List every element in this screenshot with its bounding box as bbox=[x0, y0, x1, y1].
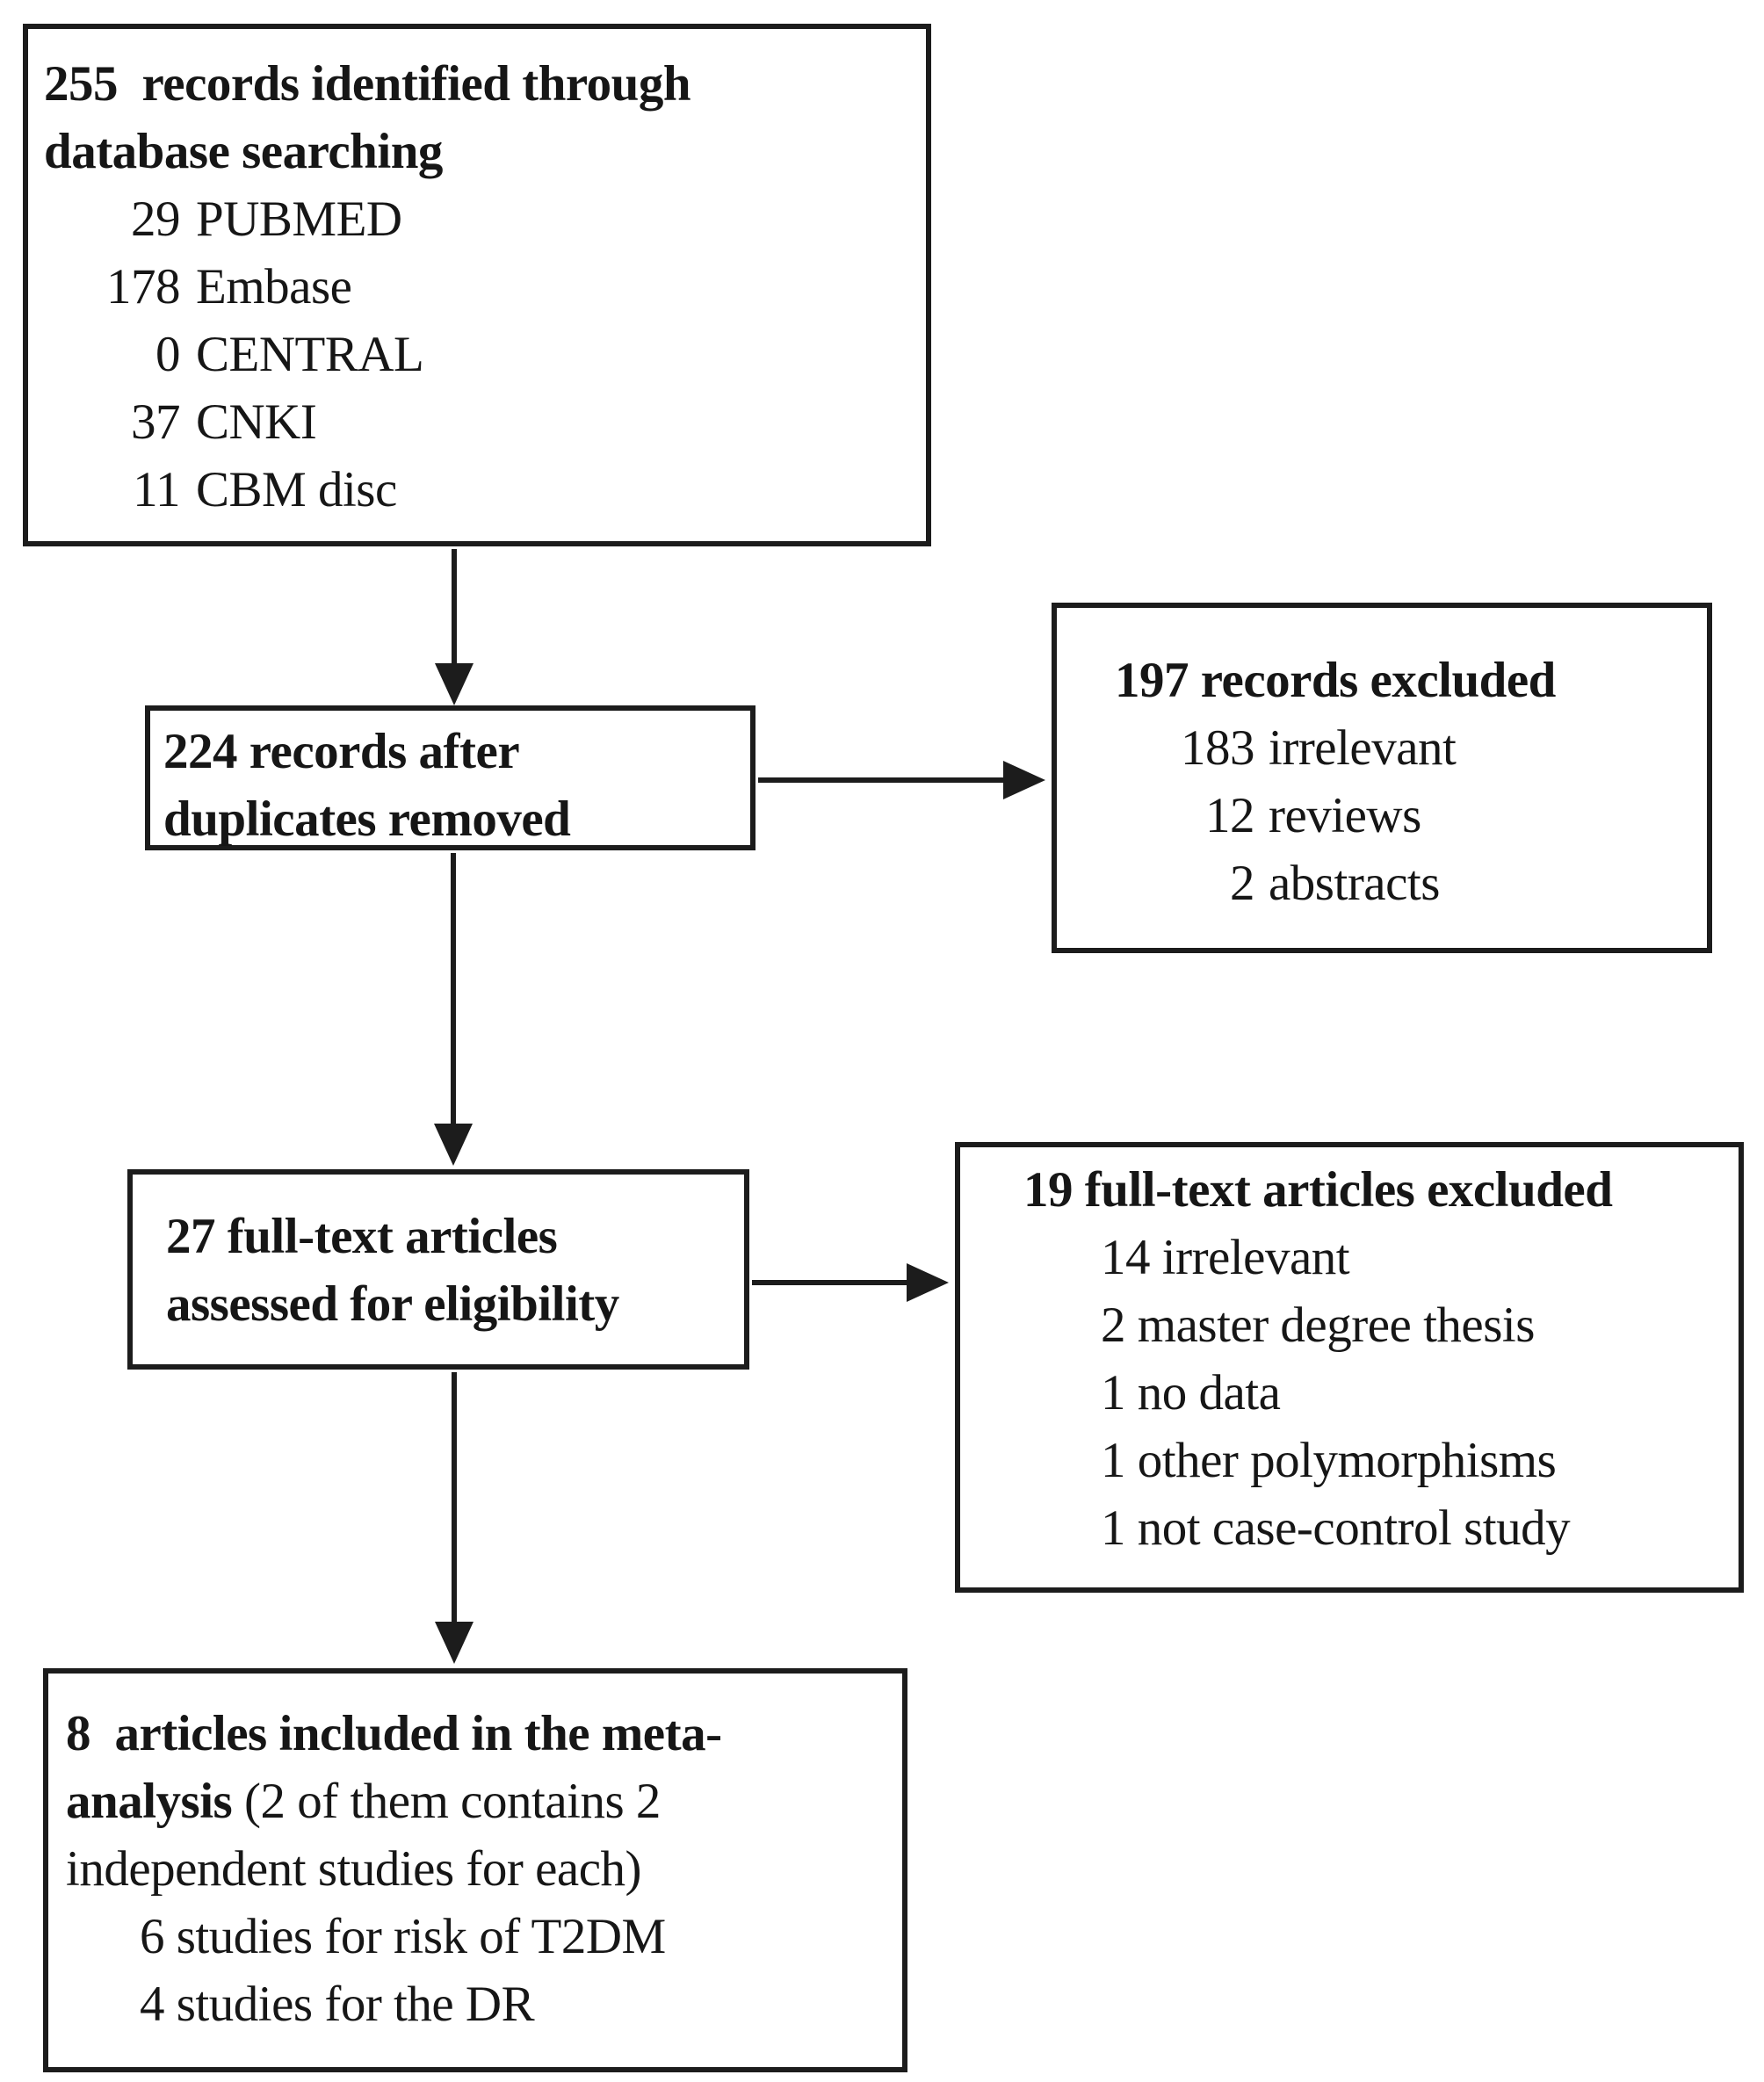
box-records-identified: 255 records identified through database … bbox=[23, 24, 931, 546]
item-label: PUBMED bbox=[196, 192, 402, 247]
source-item: 11 CBM disc bbox=[44, 456, 919, 524]
box-title-line: assessed for eligibility bbox=[166, 1276, 619, 1332]
source-item: 37 CNKI bbox=[44, 388, 919, 456]
box-title-line: 27 full-text articles bbox=[166, 1209, 558, 1264]
title-bold-word: analysis bbox=[66, 1774, 233, 1829]
excluded-item: 2 master degree thesis bbox=[1101, 1298, 1535, 1353]
excluded-item: 1 no data bbox=[1101, 1365, 1281, 1421]
included-item: 6 studies for risk of T2DM bbox=[140, 1909, 666, 1964]
box-fulltext-excluded: 19 full-text articles excluded 14 irrele… bbox=[955, 1142, 1744, 1593]
box-title-line: duplicates removed bbox=[163, 792, 571, 847]
item-label: abstracts bbox=[1269, 856, 1440, 911]
box-title-line: 224 records after bbox=[163, 724, 520, 779]
item-count: 178 bbox=[106, 259, 181, 314]
item-count: 0 bbox=[155, 327, 181, 382]
item-count: 2 bbox=[1230, 856, 1255, 911]
box-title-line: 19 full-text articles excluded bbox=[1023, 1162, 1613, 1218]
item-count: 183 bbox=[1181, 720, 1255, 776]
box-title-line: analysis (2 of them contains 2 bbox=[66, 1768, 895, 1835]
arrow-duplicates-to-records-excluded bbox=[758, 761, 1045, 799]
source-item: 0 CENTRAL bbox=[44, 321, 919, 388]
box-fulltext-assessed: 27 full-text articles assessed for eligi… bbox=[127, 1169, 749, 1370]
arrow-fulltext-to-included bbox=[435, 1372, 474, 1664]
item-count: 11 bbox=[133, 462, 180, 517]
box-duplicates-removed: 224 records after duplicates removed bbox=[145, 705, 755, 850]
arrow-identified-to-duplicates bbox=[435, 549, 474, 705]
item-label: CENTRAL bbox=[196, 327, 424, 382]
arrow-fulltext-to-fulltext-excluded bbox=[752, 1263, 949, 1302]
excluded-item: 2 abstracts bbox=[1057, 849, 1707, 917]
item-label: Embase bbox=[196, 259, 352, 314]
item-count: 29 bbox=[131, 192, 181, 247]
title-regular-text: (2 of them contains 2 bbox=[232, 1774, 661, 1829]
box-included-meta-analysis: 8 articles included in the meta- analysi… bbox=[43, 1668, 907, 2072]
box-title-line: 8 articles included in the meta- bbox=[66, 1706, 722, 1761]
arrow-duplicates-to-fulltext bbox=[434, 853, 473, 1166]
box-text-line: independent studies for each) bbox=[66, 1841, 642, 1897]
source-item: 29 PUBMED bbox=[44, 185, 919, 253]
included-item: 4 studies for the DR bbox=[140, 1977, 535, 2032]
item-label: CBM disc bbox=[196, 462, 397, 517]
box-title-line: 255 records identified through bbox=[44, 56, 691, 112]
item-count: 37 bbox=[131, 394, 181, 450]
excluded-item: 1 other polymorphisms bbox=[1101, 1433, 1557, 1488]
excluded-item: 14 irrelevant bbox=[1101, 1230, 1350, 1285]
box-title-line: database searching bbox=[44, 124, 443, 179]
box-title-line: 197 records excluded bbox=[1115, 653, 1556, 708]
item-count: 12 bbox=[1205, 788, 1255, 843]
excluded-item: 1 not case-control study bbox=[1101, 1500, 1571, 1556]
excluded-item: 12 reviews bbox=[1057, 782, 1707, 849]
item-label: irrelevant bbox=[1269, 720, 1457, 776]
item-label: CNKI bbox=[196, 394, 317, 450]
source-item: 178 Embase bbox=[44, 253, 919, 321]
item-label: reviews bbox=[1269, 788, 1421, 843]
